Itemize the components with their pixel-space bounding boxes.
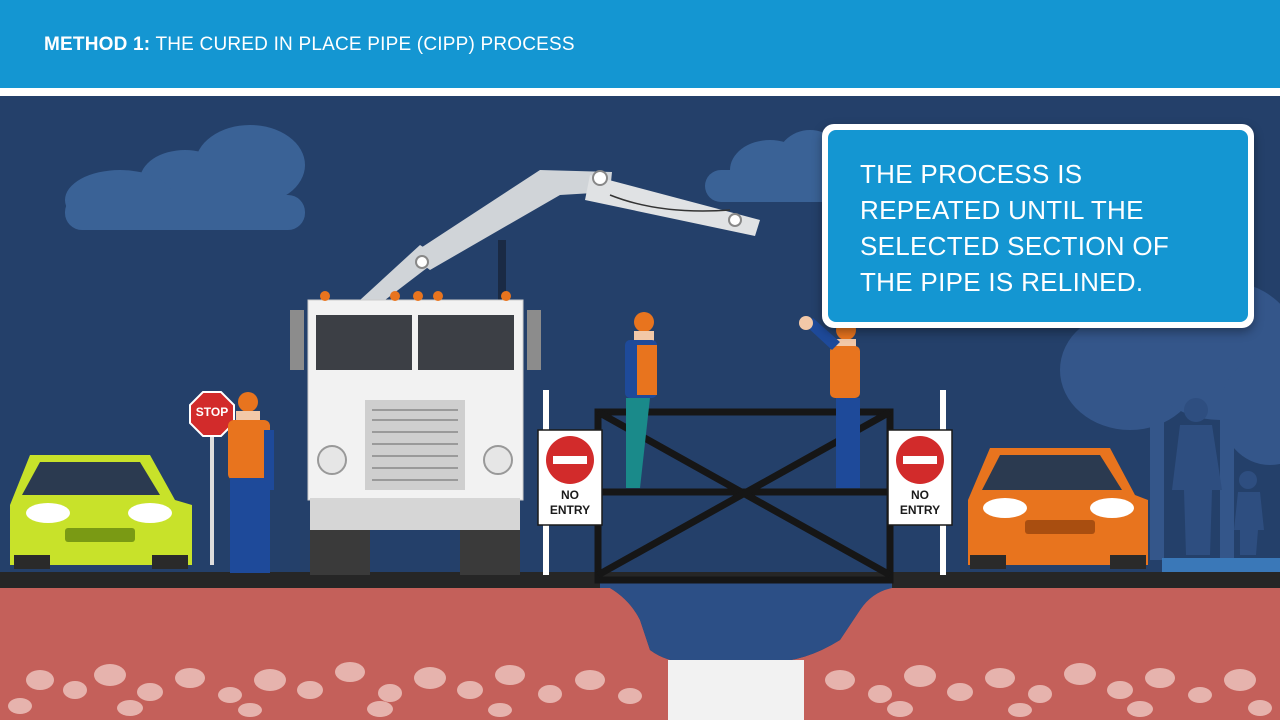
title-process: THE CURED IN PLACE PIPE (CIPP) PROCESS bbox=[155, 34, 575, 55]
header-divider bbox=[0, 88, 1280, 96]
page-title: METHOD 1: THE CURED IN PLACE PIPE (CIPP)… bbox=[44, 34, 575, 56]
header-bar bbox=[0, 0, 1280, 88]
worker-on-frame-left bbox=[625, 312, 657, 488]
pedestrians-silhouette bbox=[1172, 398, 1264, 555]
no-entry-sign-right bbox=[887, 390, 953, 575]
no-entry-right-label: NO ENTRY bbox=[888, 488, 952, 518]
info-callout-text: THE PROCESS IS REPEATED UNTIL THE SELECT… bbox=[860, 159, 1170, 297]
no-entry-right-line2: ENTRY bbox=[899, 503, 941, 517]
info-callout: THE PROCESS IS REPEATED UNTIL THE SELECT… bbox=[822, 124, 1254, 328]
stop-sign-label: STOP bbox=[195, 405, 229, 419]
title-method: METHOD 1: bbox=[44, 34, 151, 55]
car-left bbox=[10, 455, 192, 569]
info-callout-body: THE PROCESS IS REPEATED UNTIL THE SELECT… bbox=[828, 130, 1248, 322]
no-entry-left-line2: ENTRY bbox=[549, 503, 591, 517]
truck bbox=[290, 291, 541, 575]
stop-sign bbox=[189, 391, 235, 565]
car-right bbox=[968, 448, 1148, 569]
no-entry-left-label: NO ENTRY bbox=[538, 488, 602, 518]
crane-arm bbox=[360, 170, 760, 300]
no-entry-right-line1: NO bbox=[911, 488, 929, 502]
no-entry-left-line1: NO bbox=[561, 488, 579, 502]
traffic-controller-worker bbox=[228, 392, 274, 573]
no-entry-sign-left bbox=[537, 390, 603, 575]
rocks bbox=[8, 662, 1272, 717]
cloud-left bbox=[65, 125, 305, 230]
